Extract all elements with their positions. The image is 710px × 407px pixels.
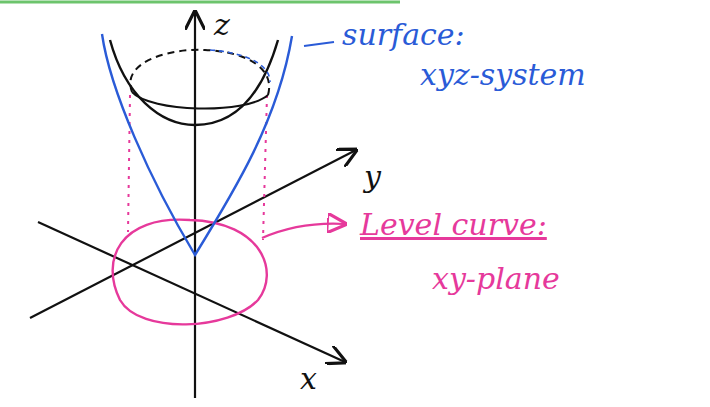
- leader-line: [304, 42, 334, 46]
- axis-label: x: [300, 362, 317, 395]
- z-axis: [194, 12, 196, 398]
- cross-section: [130, 50, 269, 95]
- projection-line: [263, 95, 267, 240]
- axis-label: y: [364, 160, 381, 193]
- projection-line: [128, 95, 130, 232]
- surface-outline: [102, 34, 292, 255]
- axis-label: z: [214, 8, 230, 41]
- leader-arrow: [262, 224, 345, 238]
- surface-label: xyz-system: [420, 58, 586, 91]
- level-curve-label: Level curve:: [360, 208, 547, 241]
- top-rule: [0, 1, 400, 4]
- cross-section: [132, 92, 268, 109]
- level-curve: [113, 220, 267, 325]
- surface-profile: [110, 40, 278, 125]
- cross-section: [210, 50, 270, 82]
- x-axis: [38, 222, 345, 362]
- level-curve-label: xy-plane: [432, 262, 560, 295]
- surface-label: surface:: [342, 18, 465, 51]
